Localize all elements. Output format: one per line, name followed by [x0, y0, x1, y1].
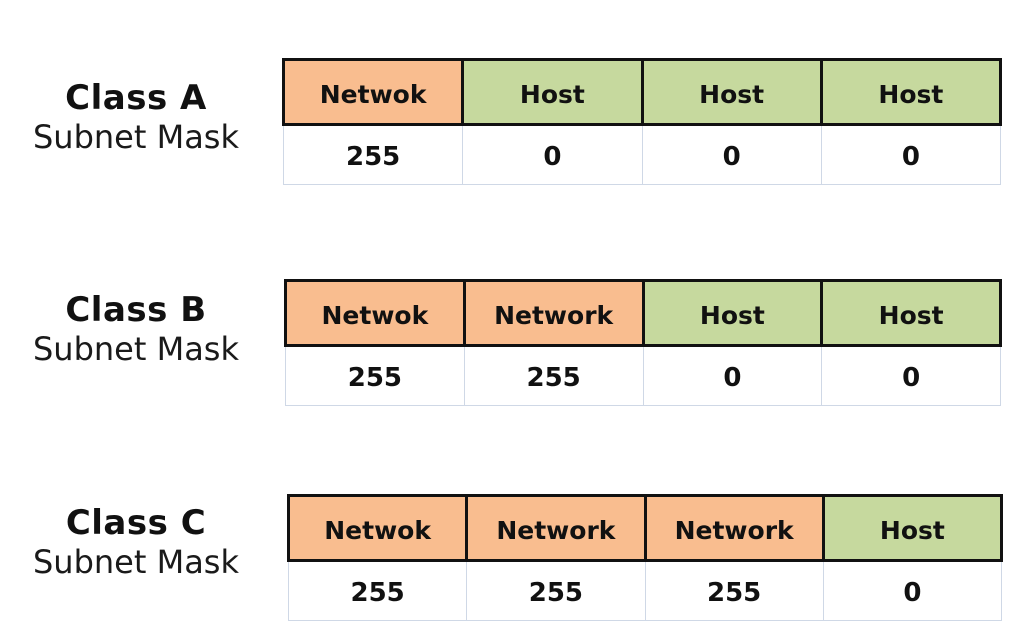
class-title: Class A	[65, 78, 207, 118]
class-subtitle: Subnet Mask	[32, 330, 239, 368]
segment-header-row: Netwok Network Host Host	[284, 279, 1002, 347]
segment-header: Netwok	[281, 58, 465, 126]
segment-header: Host	[641, 279, 824, 347]
octet-value: 0	[821, 345, 1001, 406]
octet-value: 255	[287, 560, 468, 621]
class-subtitle: Subnet Mask	[32, 543, 239, 581]
subnet-mask-table-a: Netwok Host Host Host 255 0 0 0	[281, 58, 1003, 185]
class-subtitle: Subnet Mask	[32, 118, 239, 156]
octet-value: 0	[462, 124, 643, 185]
octet-value: 255	[466, 560, 646, 621]
octet-value-row: 255 255 255 0	[287, 560, 1003, 621]
class-title: Class C	[65, 503, 207, 543]
segment-header: Host	[819, 58, 1003, 126]
class-c-label: Class C Subnet Mask	[0, 503, 272, 581]
octet-value: 255	[644, 560, 824, 621]
segment-header-row: Netwok Host Host Host	[281, 58, 1003, 126]
segment-header-row: Netwok Network Network Host	[286, 494, 1004, 562]
class-title: Class B	[65, 290, 207, 330]
octet-value-row: 255 255 0 0	[285, 345, 1001, 406]
subnet-mask-table-c: Netwok Network Network Host 255 255 255 …	[286, 494, 1004, 621]
class-a-label: Class A Subnet Mask	[0, 78, 272, 156]
segment-header: Network	[462, 279, 645, 347]
segment-header: Network	[643, 494, 825, 562]
octet-value: 255	[285, 345, 465, 406]
octet-value: 0	[820, 124, 1002, 185]
segment-header: Netwok	[284, 279, 466, 347]
segment-header: Host	[640, 58, 823, 126]
segment-header: Host	[461, 58, 644, 126]
octet-value: 255	[463, 345, 644, 406]
subnet-mask-table-b: Netwok Network Host Host 255 255 0 0	[284, 279, 1002, 406]
octet-value: 0	[822, 560, 1003, 621]
octet-value: 0	[642, 345, 823, 406]
class-b-label: Class B Subnet Mask	[0, 290, 272, 368]
segment-header: Host	[820, 279, 1002, 347]
octet-value: 0	[641, 124, 822, 185]
octet-value: 255	[282, 124, 464, 185]
segment-header: Netwok	[286, 494, 469, 562]
octet-value-row: 255 0 0 0	[282, 124, 1002, 185]
segment-header: Network	[465, 494, 647, 562]
segment-header: Host	[821, 494, 1004, 562]
